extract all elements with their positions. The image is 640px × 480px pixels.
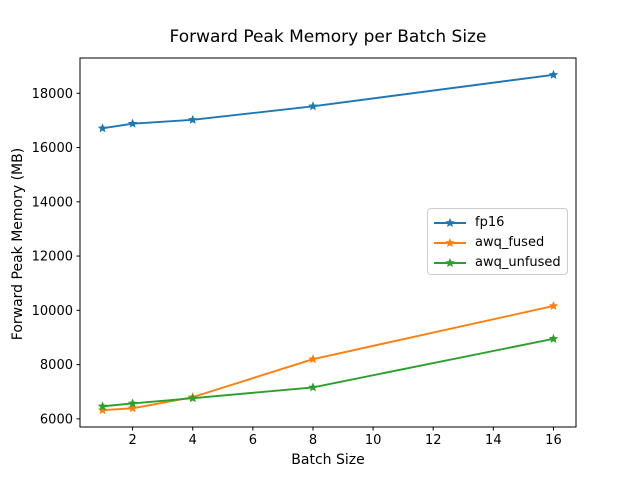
marker-awq_unfused [308,382,318,392]
marker-fp16 [97,123,108,133]
marker-awq_unfused [187,393,198,403]
marker-awq_fused [548,300,559,311]
legend-marker-awq_unfused [445,258,455,268]
y-tick-label: 14000 [32,195,73,210]
x-tick-label: 16 [545,433,562,448]
marker-fp16 [127,118,138,128]
series-line-fp16 [102,73,554,130]
legend-marker-fp16 [445,218,455,228]
series-line-awq_fused [102,305,554,412]
legend-item-fp16: fp16 [433,213,567,233]
x-axis-label: Batch Size [291,452,365,468]
marker-awq_unfused [97,401,108,411]
chart-title: Forward Peak Memory per Batch Size [169,27,487,47]
legend-marker-awq_fused [445,238,455,248]
y-tick-label: 18000 [32,87,73,102]
x-tick-label: 6 [249,433,257,448]
x-tick-label: 12 [425,433,442,448]
legend-item-awq_unfused: awq_unfused [433,253,567,273]
y-tick-label: 10000 [32,304,73,319]
legend: fp16 awq_fused awq_unfused [427,208,568,275]
marker-awq_unfused [548,333,559,343]
legend-sample-awq_fused [434,238,466,248]
marker-fp16 [548,69,559,79]
y-tick-label: 16000 [32,141,73,156]
marker-fp16 [308,101,318,111]
y-tick-label: 12000 [32,250,73,265]
x-tick-label: 8 [309,433,317,448]
marker-awq_fused [97,405,108,415]
marker-awq_unfused [127,398,138,408]
marker-awq_fused [127,403,138,413]
marker-awq_fused [308,354,318,364]
legend-label: awq_fused [475,235,545,250]
x-tick-label: 2 [128,433,136,448]
y-tick-label: 6000 [40,412,73,427]
legend-label: fp16 [475,215,505,230]
legend-item-awq_fused: awq_fused [433,233,567,253]
legend-label: awq_unfused [475,255,561,270]
x-tick-label: 4 [189,433,197,448]
y-tick-label: 8000 [40,358,73,373]
x-tick-label: 10 [365,433,382,448]
plot-frame [79,57,577,428]
marker-fp16 [187,114,198,124]
x-tick-label: 14 [485,433,502,448]
legend-sample-fp16 [434,218,466,228]
legend-sample-awq_unfused [434,258,466,268]
series-line-awq_unfused [102,337,554,408]
